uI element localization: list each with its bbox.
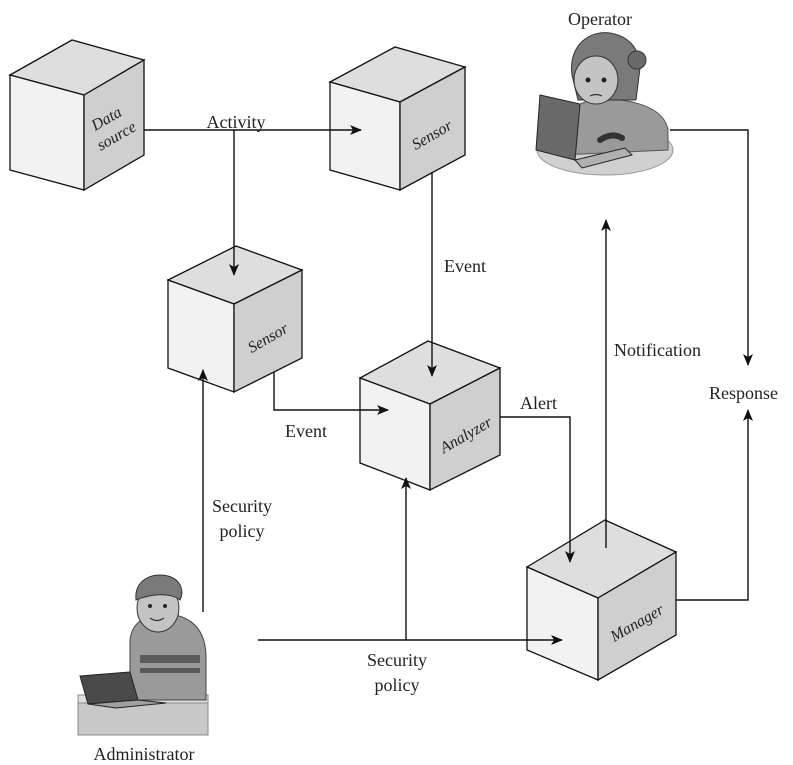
alert-label: Alert bbox=[520, 393, 557, 413]
administrator-figure bbox=[77, 574, 209, 736]
operator-label: Operator bbox=[568, 9, 632, 29]
security-policy-bottom-line1: Security bbox=[367, 650, 427, 670]
analyzer-node: Analyzer bbox=[358, 340, 502, 492]
operator-figure bbox=[535, 32, 674, 176]
sensor-top-node: Sensor bbox=[328, 46, 467, 192]
administrator-label: Administrator bbox=[94, 744, 195, 764]
event-label-right: Event bbox=[444, 256, 486, 276]
data-source-node: Data source bbox=[8, 39, 146, 192]
edge-event-mid-to-analyzer bbox=[273, 372, 389, 415]
security-policy-left-line1: Security bbox=[212, 496, 272, 516]
notification-label: Notification bbox=[614, 340, 701, 360]
manager-node: Manager bbox=[525, 519, 678, 682]
event-label-bottom: Event bbox=[285, 421, 327, 441]
activity-label: Activity bbox=[207, 112, 266, 132]
sensor-mid-node: Sensor bbox=[166, 245, 304, 394]
edge-operator-to-response bbox=[670, 129, 753, 366]
edge-alert-to-manager bbox=[500, 416, 575, 563]
security-policy-left-line2: policy bbox=[220, 521, 265, 541]
response-label: Response bbox=[709, 383, 778, 403]
security-policy-bottom-line2: policy bbox=[375, 675, 420, 695]
edge-manager-to-response bbox=[676, 409, 753, 601]
